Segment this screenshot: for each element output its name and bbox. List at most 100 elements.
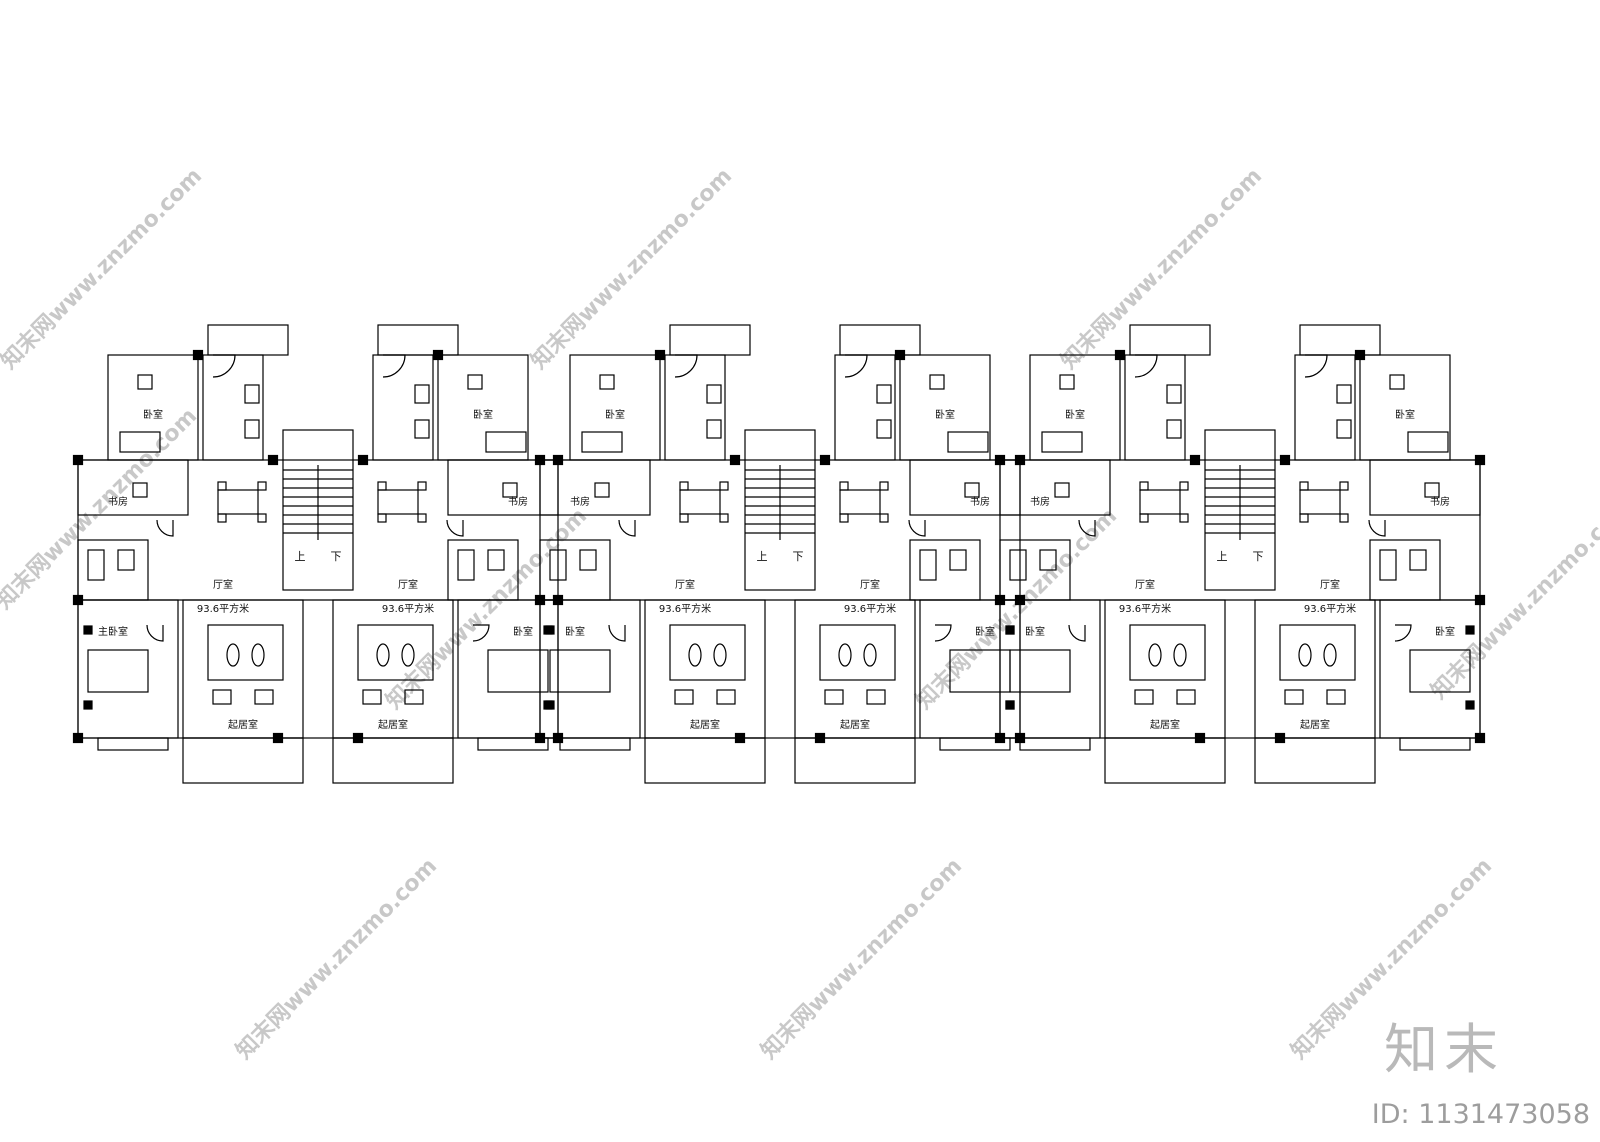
armchair: [1298, 643, 1312, 667]
brand-logo: 知末: [1384, 1018, 1504, 1081]
study: [539, 459, 651, 516]
bedroom-top-label: 卧室: [143, 408, 163, 421]
dining-chair: [879, 513, 889, 523]
stove: [876, 384, 892, 404]
study-label: 书房: [570, 495, 590, 508]
armchair: [376, 643, 390, 667]
balcony-top: [1129, 324, 1211, 356]
dining-chair: [1299, 513, 1309, 523]
unit-area-label: 93.6平方米: [197, 602, 249, 615]
dining-chair: [257, 513, 267, 523]
dining-table: [377, 489, 419, 515]
structural-column: [1005, 625, 1015, 635]
armchair: [251, 643, 265, 667]
chair: [1059, 374, 1075, 390]
bedroom-top: [899, 354, 991, 461]
side-cabinet: [404, 689, 424, 705]
dining-table: [217, 489, 259, 515]
dining-chair: [1179, 513, 1189, 523]
bed: [1409, 649, 1471, 693]
dining-table: [1299, 489, 1341, 515]
bedroom-top-label: 卧室: [605, 408, 625, 421]
structural-column: [83, 700, 93, 710]
coffee-table-set: [207, 624, 284, 681]
side-cabinet: [716, 689, 736, 705]
balcony-bottom: [794, 737, 916, 784]
kitchen: [1124, 354, 1186, 461]
tv-cabinet: [212, 689, 232, 705]
sink: [876, 419, 892, 439]
structural-column: [534, 594, 546, 606]
stair-core: [744, 429, 816, 591]
study: [909, 459, 1021, 516]
unit-area-label: 93.6平方米: [659, 602, 711, 615]
kitchen-door: [382, 354, 406, 378]
dining-chair: [417, 513, 427, 523]
study: [77, 459, 189, 516]
dining-table: [839, 489, 881, 515]
dining-chair: [879, 481, 889, 491]
armchair: [688, 643, 702, 667]
kitchen-door: [1304, 354, 1328, 378]
structural-column: [1474, 732, 1486, 744]
tv-cabinet: [674, 689, 694, 705]
stair-up-label: 上: [1217, 550, 1228, 563]
stove: [706, 384, 722, 404]
bed: [549, 649, 611, 693]
balcony-bottom: [182, 737, 304, 784]
structural-column: [1005, 700, 1015, 710]
stair-core: [1204, 429, 1276, 591]
structural-column: [83, 625, 93, 635]
structural-column: [272, 732, 284, 744]
tv-cabinet: [1134, 689, 1154, 705]
dining-chair: [1139, 513, 1149, 523]
living-room: [794, 599, 916, 739]
living-room: [182, 599, 304, 739]
armchair: [1323, 643, 1337, 667]
bedroom-door: [934, 624, 952, 642]
kitchen-door: [674, 354, 698, 378]
living-room-label: 起居室: [690, 718, 720, 731]
structural-column: [819, 454, 831, 466]
kitchen-door: [1134, 354, 1158, 378]
bathtub: [549, 549, 567, 581]
bedroom-top-label: 卧室: [1395, 408, 1415, 421]
study: [999, 459, 1111, 516]
sink: [244, 419, 260, 439]
dining-chair: [1139, 481, 1149, 491]
stair-up-label: 上: [757, 550, 768, 563]
structural-column: [534, 732, 546, 744]
bedroom-top-label: 卧室: [473, 408, 493, 421]
study-door: [446, 519, 464, 537]
study-door: [618, 519, 636, 537]
coffee-table-set: [819, 624, 896, 681]
balcony-top: [669, 324, 751, 356]
balcony-top: [377, 324, 459, 356]
tv-cabinet: [824, 689, 844, 705]
chair: [929, 374, 945, 390]
dining-chair: [839, 481, 849, 491]
study: [447, 459, 559, 516]
bathtub: [457, 549, 475, 581]
dining-chair: [217, 481, 227, 491]
coffee-table-set: [1279, 624, 1356, 681]
bathtub: [87, 549, 105, 581]
bedroom-bottom-label: 卧室: [565, 625, 585, 638]
bedroom-balcony: [1399, 737, 1471, 751]
bedroom-top: [437, 354, 529, 461]
hall-label: 厅室: [675, 578, 695, 591]
chair: [599, 374, 615, 390]
side-cabinet: [254, 689, 274, 705]
structural-column: [1465, 625, 1475, 635]
bedroom-top: [569, 354, 661, 461]
toilet: [487, 549, 505, 571]
chair: [467, 374, 483, 390]
structural-column: [72, 454, 84, 466]
dining-table: [679, 489, 721, 515]
image-id-label: ID: 1131473058: [1371, 1099, 1590, 1130]
bedroom-door: [1394, 624, 1412, 642]
armchair: [863, 643, 877, 667]
watermark-text: 知末网www.znzmo.com: [231, 853, 442, 1064]
side-cabinet: [866, 689, 886, 705]
watermark-text: 知末网www.znzmo.com: [526, 163, 737, 374]
